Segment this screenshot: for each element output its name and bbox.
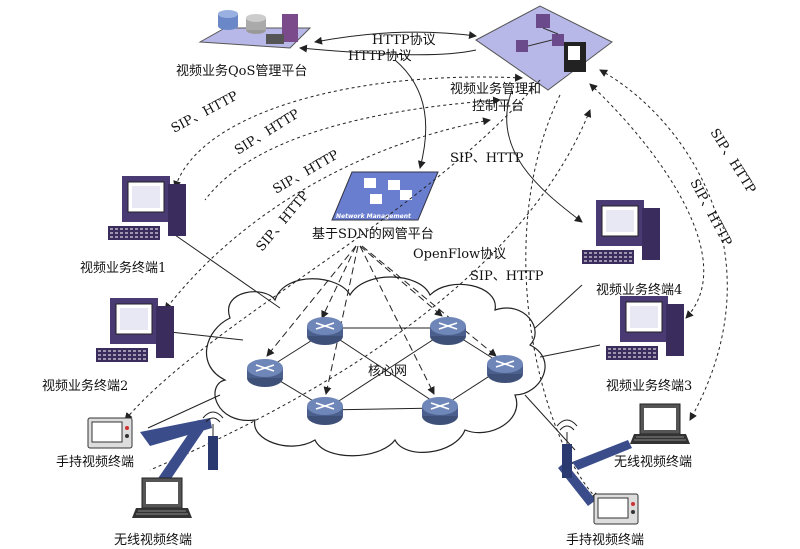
http-link-top [314, 31, 477, 45]
handheld-terminal-right-label: 手持视频终端 [566, 532, 644, 548]
sip-http-label-6: SIP、HTTP [470, 269, 544, 284]
core-network-label: 核心网 [368, 364, 407, 379]
wireless-link-right-upper [572, 440, 632, 470]
wireless-terminal-right-icon [629, 403, 691, 445]
antenna-icon-right [556, 419, 578, 478]
terminal-1-label: 视频业务终端1 [80, 260, 166, 276]
sdn-platform-label: 基于SDN的网管平台 [312, 226, 434, 242]
qos-platform-label: 视频业务QoS管理平台 [176, 63, 307, 79]
router-icon [306, 396, 344, 426]
sip-http-label-7: SIP、HTTP [686, 177, 734, 249]
terminal-1-icon [107, 175, 187, 241]
sip-http-label-4: SIP、HTTP [254, 188, 313, 254]
sip-http-label-2: SIP、HTTP [232, 107, 302, 159]
sip-http-label-1: SIP、HTTP [169, 89, 241, 137]
http-label-second: HTTP协议 [348, 49, 412, 64]
wireless-terminal-left-label: 无线视频终端 [114, 532, 192, 548]
wireless-terminal-left-icon [131, 477, 193, 519]
sip-http-links [124, 69, 728, 501]
router-icon [486, 354, 524, 384]
router-icon [429, 316, 467, 346]
control-platform-icon [475, 5, 613, 91]
handheld-terminal-right-icon [593, 493, 639, 525]
terminal-3-label: 视频业务终端3 [606, 378, 692, 394]
wireless-link-left-lower [150, 420, 208, 492]
sip-http-label-3: SIP、HTTP [271, 148, 342, 198]
http-label-top: HTTP协议 [372, 33, 436, 48]
antenna-icon-left [202, 411, 224, 470]
terminal-2-label: 视频业务终端2 [42, 378, 128, 394]
wireless-terminal-right-label: 无线视频终端 [614, 454, 692, 470]
terminal-2-icon [95, 297, 175, 363]
network-management-text: Network Management [336, 213, 412, 220]
wireless-link-left-upper [140, 418, 212, 446]
terminal-4-label: 视频业务终端4 [596, 282, 682, 298]
sip-http-label-5: SIP、HTTP [450, 151, 524, 166]
handheld-terminal-left-label: 手持视频终端 [56, 454, 134, 470]
terminal-4-icon [581, 199, 661, 265]
http-link-second [299, 44, 477, 56]
qos-platform-icon [198, 10, 312, 49]
sdn-control-link [394, 59, 427, 169]
router-icon [421, 396, 459, 426]
router-icon [246, 358, 284, 388]
handheld-terminal-left-icon [87, 417, 133, 449]
router-icon [306, 316, 344, 346]
sip-http-label-8: SIP、HTTP [707, 126, 759, 196]
terminal-3-icon [605, 295, 685, 361]
